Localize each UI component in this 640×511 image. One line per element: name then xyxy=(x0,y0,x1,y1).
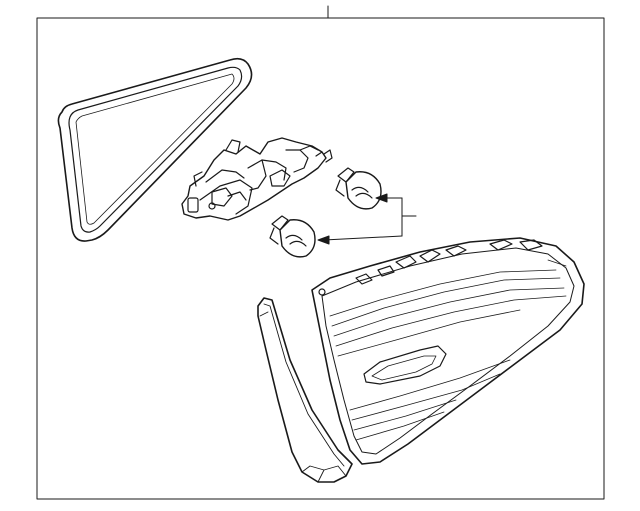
socket-housing-icon xyxy=(181,137,333,221)
wedge-bulb-lower-icon xyxy=(269,215,316,258)
triangular-gasket-icon xyxy=(57,57,253,242)
tail-lamp-icon xyxy=(311,237,585,465)
bulb-callout-bracket xyxy=(317,193,417,245)
trim-panel-icon xyxy=(257,297,353,483)
diagram-frame xyxy=(36,17,605,500)
wedge-bulb-upper-icon xyxy=(335,167,382,210)
